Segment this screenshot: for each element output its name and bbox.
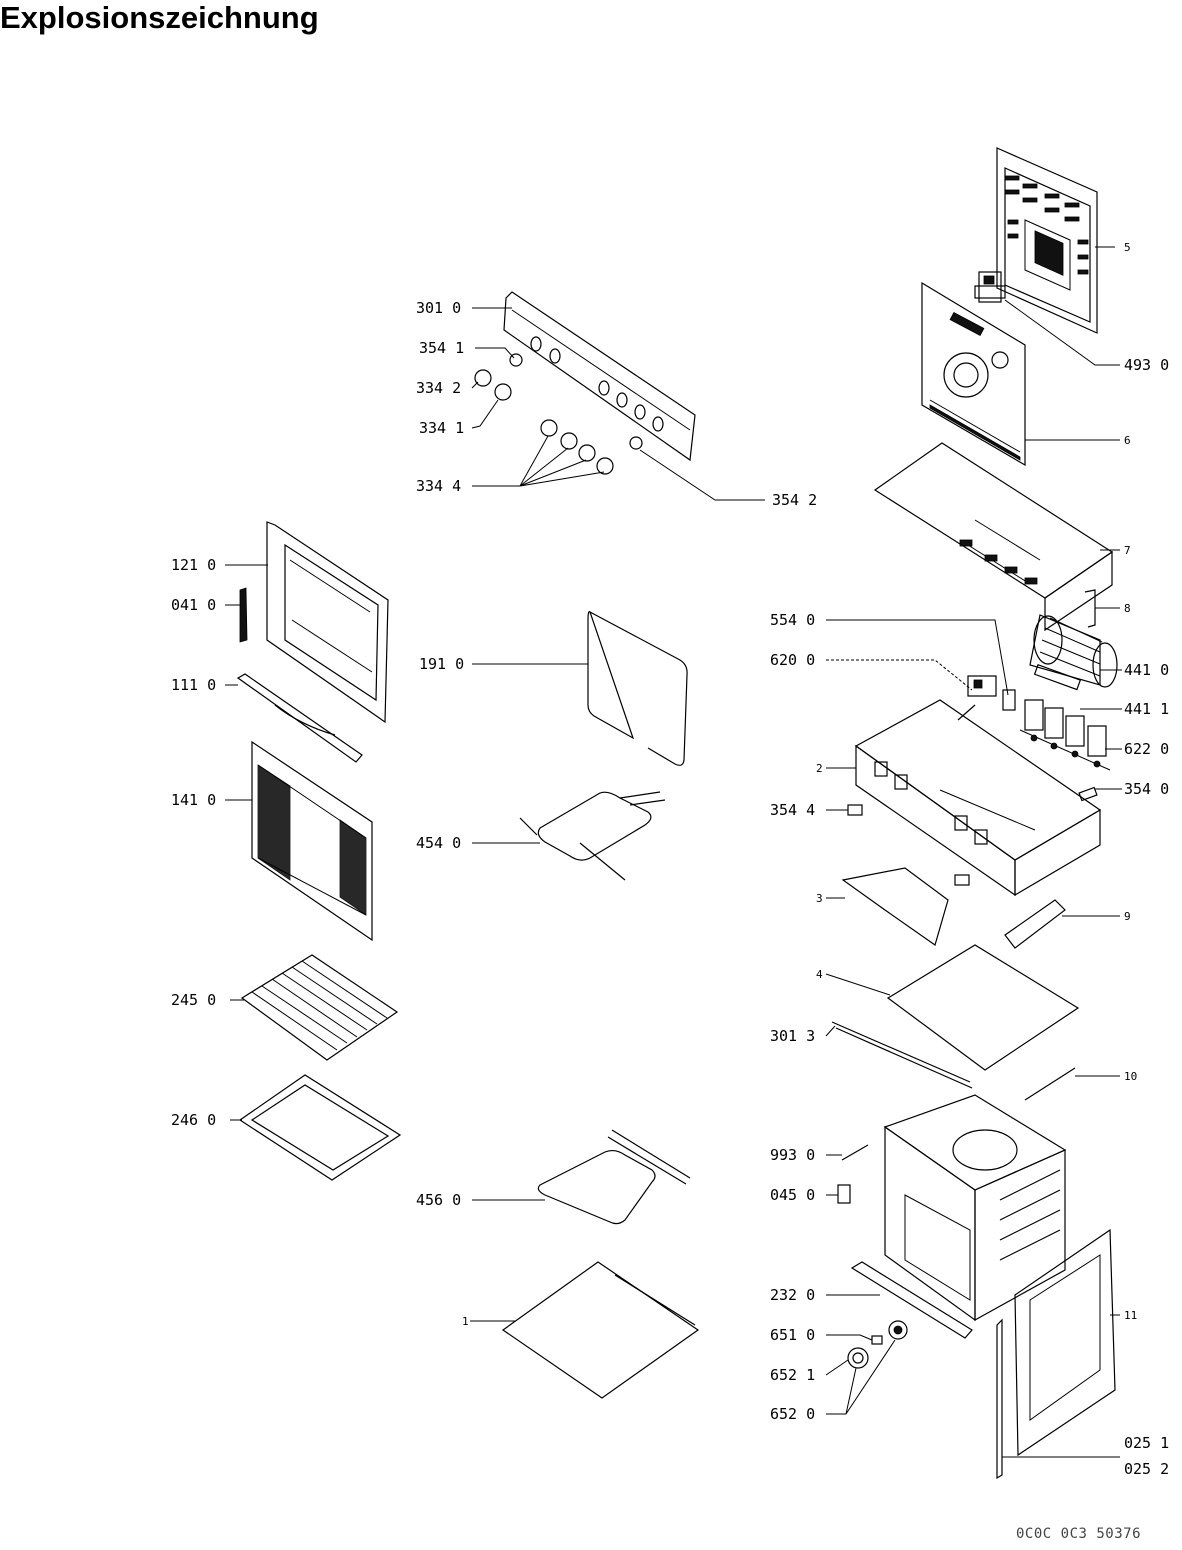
part-terminal-strip [1033, 664, 1082, 691]
callout-7: 7 [1124, 544, 1131, 557]
callout-245-0: 245 0 [171, 991, 216, 1009]
part-control-panel [503, 291, 696, 462]
part-rotary-switches [1019, 699, 1111, 771]
part-lamp-holder [847, 786, 1098, 886]
callout-9: 9 [1124, 910, 1131, 923]
callout-441-0: 441 0 [1124, 661, 1169, 679]
part-rear-wall [921, 281, 1026, 467]
part-control-chassis [854, 699, 1102, 897]
callout-354-1: 354 1 [419, 339, 464, 357]
callout-121-0: 121 0 [171, 556, 216, 574]
part-rod [1024, 1067, 1076, 1101]
part-thermostat [957, 675, 1016, 721]
part-wire-rack [240, 954, 399, 1061]
part-seal-strip [996, 1318, 1003, 1480]
part-inner-door [266, 521, 389, 724]
callout-191-0: 191 0 [419, 655, 464, 673]
callout-246-0: 246 0 [171, 1111, 216, 1129]
part-rear-cover [996, 147, 1098, 334]
part-baking-tray [238, 1074, 402, 1181]
part-outer-glass [251, 740, 373, 942]
part-bracket [1084, 589, 1096, 628]
callout-025-2: 025 2 [1124, 1460, 1169, 1478]
part-grill-element [519, 791, 666, 881]
callout-652-0: 652 0 [770, 1405, 815, 1423]
part-bottom-trim [850, 1261, 973, 1339]
callout-652-1: 652 1 [770, 1366, 815, 1384]
part-fan-motor [1029, 614, 1118, 688]
callout-301-0: 301 0 [416, 299, 461, 317]
document-code: 0C0C 0C3 50376 [1016, 1526, 1142, 1542]
callout-11: 11 [1124, 1309, 1137, 1322]
callout-10: 10 [1124, 1070, 1137, 1083]
callout-111-0: 111 0 [171, 676, 216, 694]
part-side-bracket [841, 867, 949, 946]
callout-454-0: 454 0 [416, 834, 461, 852]
callout-456-0: 456 0 [416, 1191, 461, 1209]
part-rail [831, 1021, 973, 1089]
part-cover-plate [1004, 899, 1066, 949]
callout-141-0: 141 0 [171, 791, 216, 809]
part-top-plate [873, 442, 1114, 632]
part-handle [236, 673, 363, 763]
part-hinge [239, 587, 248, 643]
callout-493-0: 493 0 [1124, 356, 1169, 374]
callout-334-2: 334 2 [416, 379, 461, 397]
callout-993-0: 993 0 [770, 1146, 815, 1164]
callout-2: 2 [816, 762, 823, 775]
part-screw [841, 1144, 869, 1161]
callout-334-1: 334 1 [419, 419, 464, 437]
callout-041-0: 041 0 [171, 596, 216, 614]
callout-620-0: 620 0 [770, 651, 815, 669]
callout-6: 6 [1124, 434, 1131, 447]
callout-232-0: 232 0 [770, 1286, 815, 1304]
part-relay [974, 271, 1006, 303]
part-door-gasket [587, 611, 688, 766]
callout-5: 5 [1124, 241, 1131, 254]
callout-334-4: 334 4 [416, 477, 461, 495]
part-bottom-plate [886, 944, 1080, 1071]
page-title: Explosionszeichnung [0, 0, 319, 35]
callout-354-4: 354 4 [770, 801, 815, 819]
callout-354-0: 354 0 [1124, 780, 1169, 798]
part-oven-cavity [883, 1094, 1067, 1322]
callout-4: 4 [816, 968, 823, 981]
callout-045-0: 045 0 [770, 1186, 815, 1204]
callout-354-2: 354 2 [772, 491, 817, 509]
callout-8: 8 [1124, 602, 1131, 615]
part-knobs [847, 1320, 908, 1369]
callout-622-0: 622 0 [1124, 740, 1169, 758]
part-side-panel [1014, 1228, 1116, 1457]
part-oven-bottom [501, 1261, 700, 1399]
part-hinge-block [837, 1184, 851, 1204]
callout-025-1: 025 1 [1124, 1434, 1169, 1452]
callout-441-1: 441 1 [1124, 700, 1169, 718]
leader-lines [225, 246, 1122, 1458]
part-lower-element [537, 1129, 691, 1225]
callout-554-0: 554 0 [770, 611, 815, 629]
callout-3: 3 [816, 892, 823, 905]
callout-1: 1 [462, 1315, 469, 1328]
callout-301-3: 301 3 [770, 1027, 815, 1045]
callout-651-0: 651 0 [770, 1326, 815, 1344]
callout-labels: 5 493 0 6 7 8 441 0 441 1 622 0 354 0 9 … [171, 241, 1169, 1478]
part-control-knobs [474, 353, 643, 475]
